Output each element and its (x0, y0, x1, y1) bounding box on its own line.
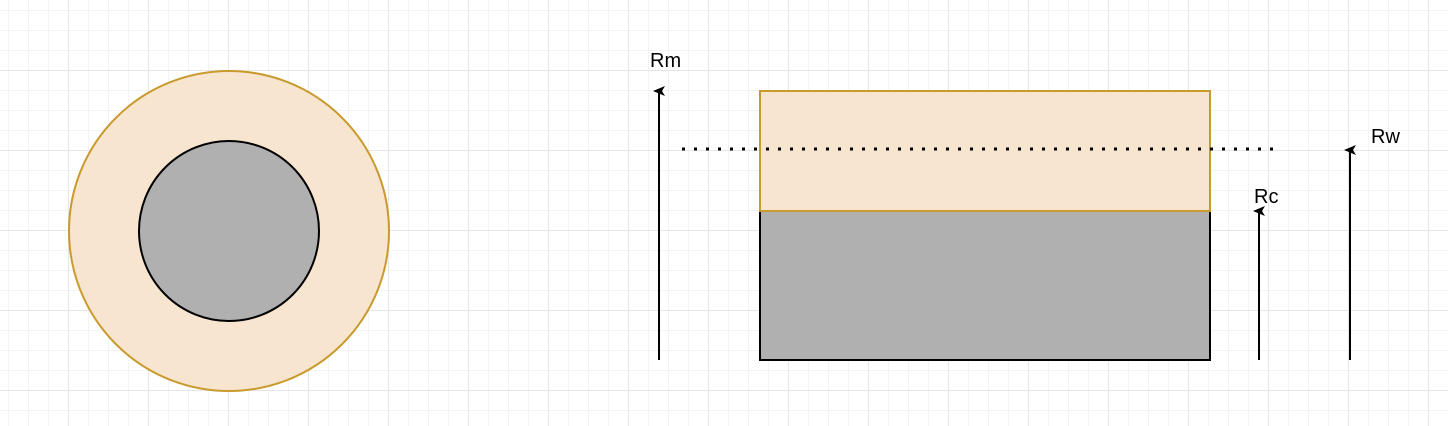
rc-label: Rc (1254, 186, 1279, 208)
cross-section (68, 70, 390, 392)
shell-rectangle (759, 90, 1211, 212)
core-rectangle (759, 210, 1211, 361)
rw-label: Rw (1371, 126, 1400, 148)
inner-core-circle (138, 140, 320, 322)
rm-label: Rm (650, 50, 682, 72)
side-view (759, 90, 1211, 361)
